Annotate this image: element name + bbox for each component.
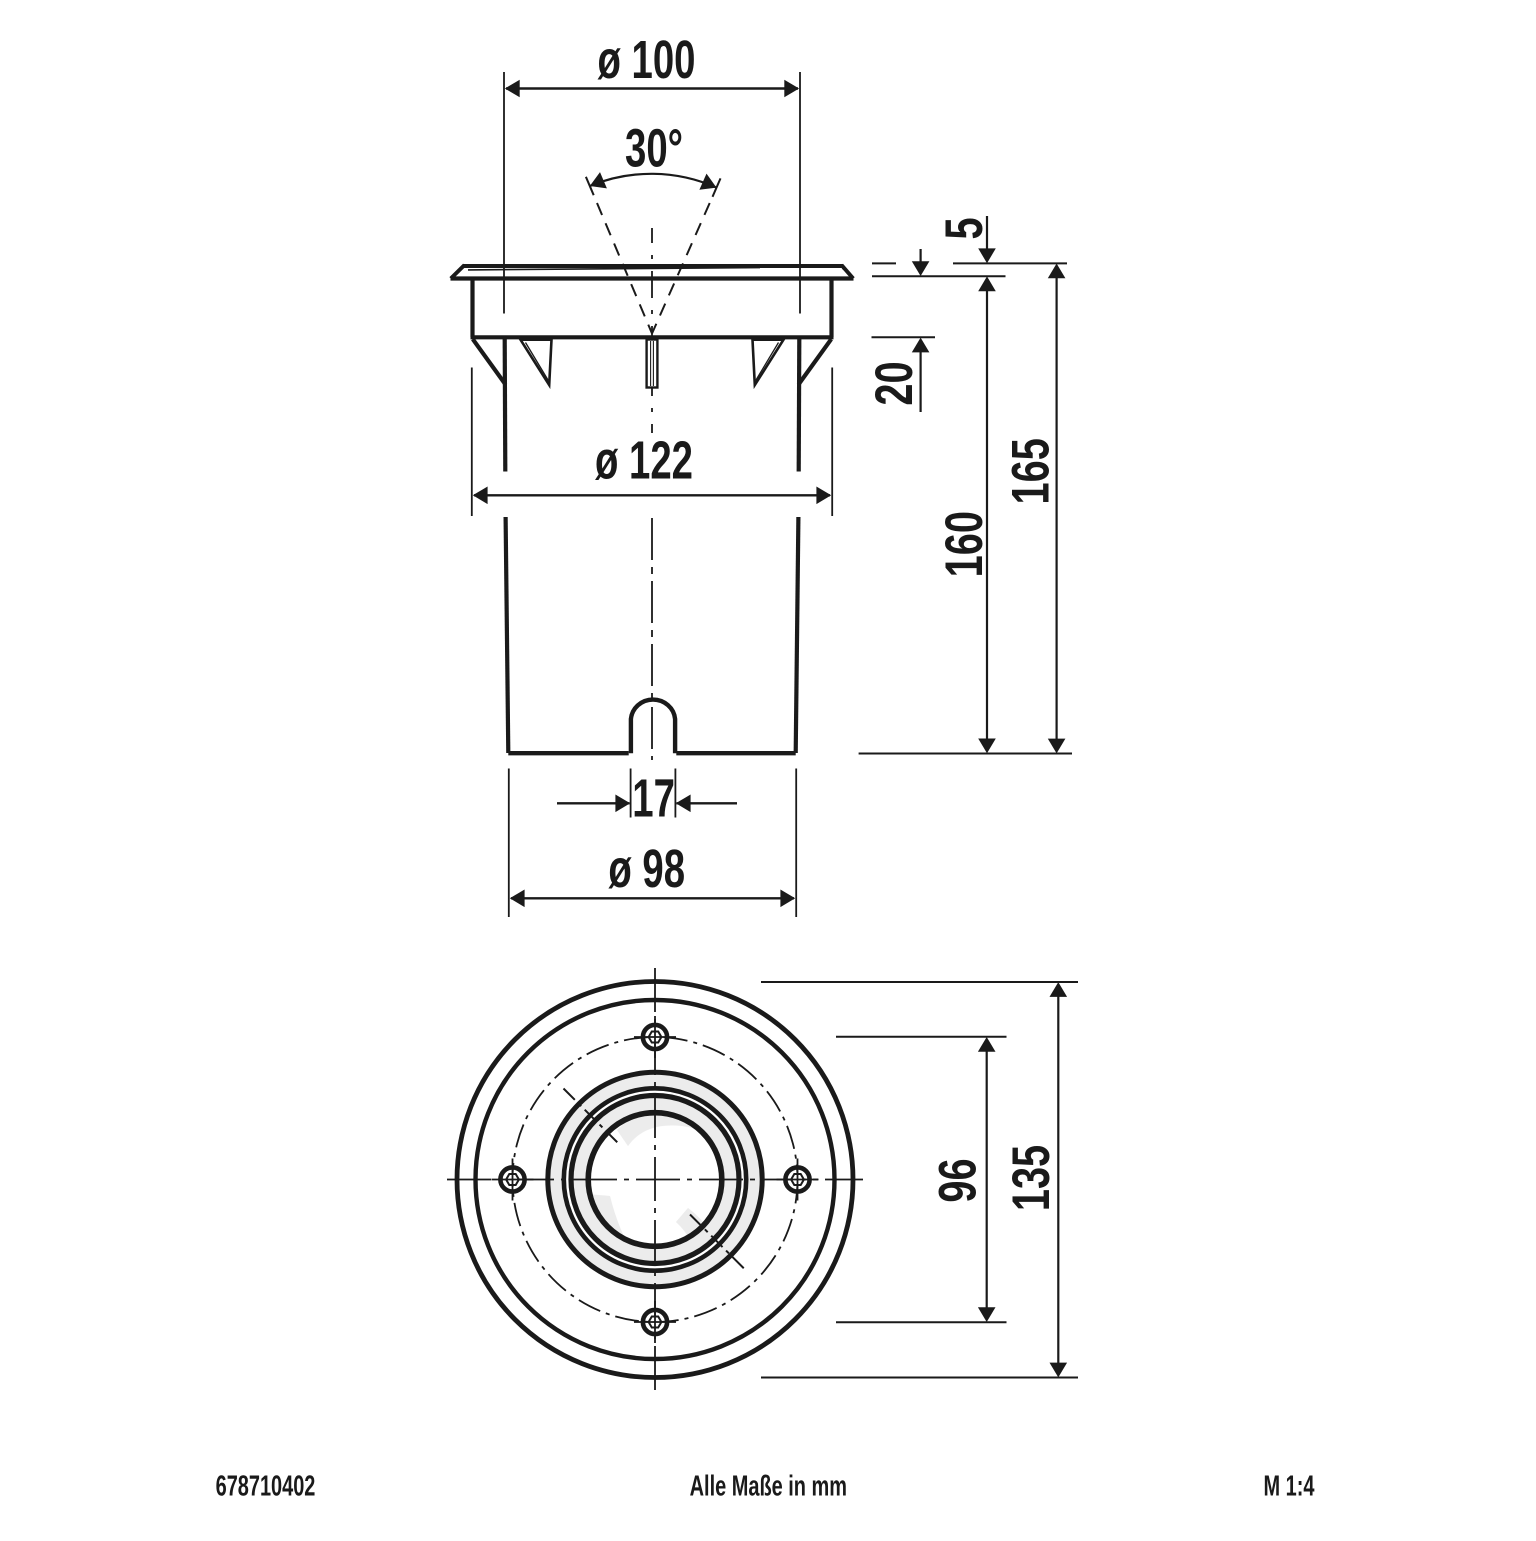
svg-text:135: 135 bbox=[1001, 1145, 1060, 1211]
svg-text:17: 17 bbox=[632, 768, 675, 828]
svg-text:M 1:4: M 1:4 bbox=[1264, 1471, 1315, 1502]
svg-text:678710402: 678710402 bbox=[216, 1471, 316, 1502]
svg-text:160: 160 bbox=[934, 511, 993, 577]
svg-text:5: 5 bbox=[934, 217, 993, 239]
svg-text:ø 98: ø 98 bbox=[608, 839, 685, 899]
svg-text:20: 20 bbox=[864, 361, 923, 405]
svg-text:165: 165 bbox=[1001, 438, 1060, 504]
svg-text:Alle Maße in mm: Alle Maße in mm bbox=[690, 1471, 847, 1502]
svg-text:30°: 30° bbox=[625, 118, 683, 178]
svg-text:ø 100: ø 100 bbox=[597, 30, 695, 90]
svg-text:96: 96 bbox=[928, 1158, 987, 1202]
svg-text:ø 122: ø 122 bbox=[595, 430, 693, 490]
